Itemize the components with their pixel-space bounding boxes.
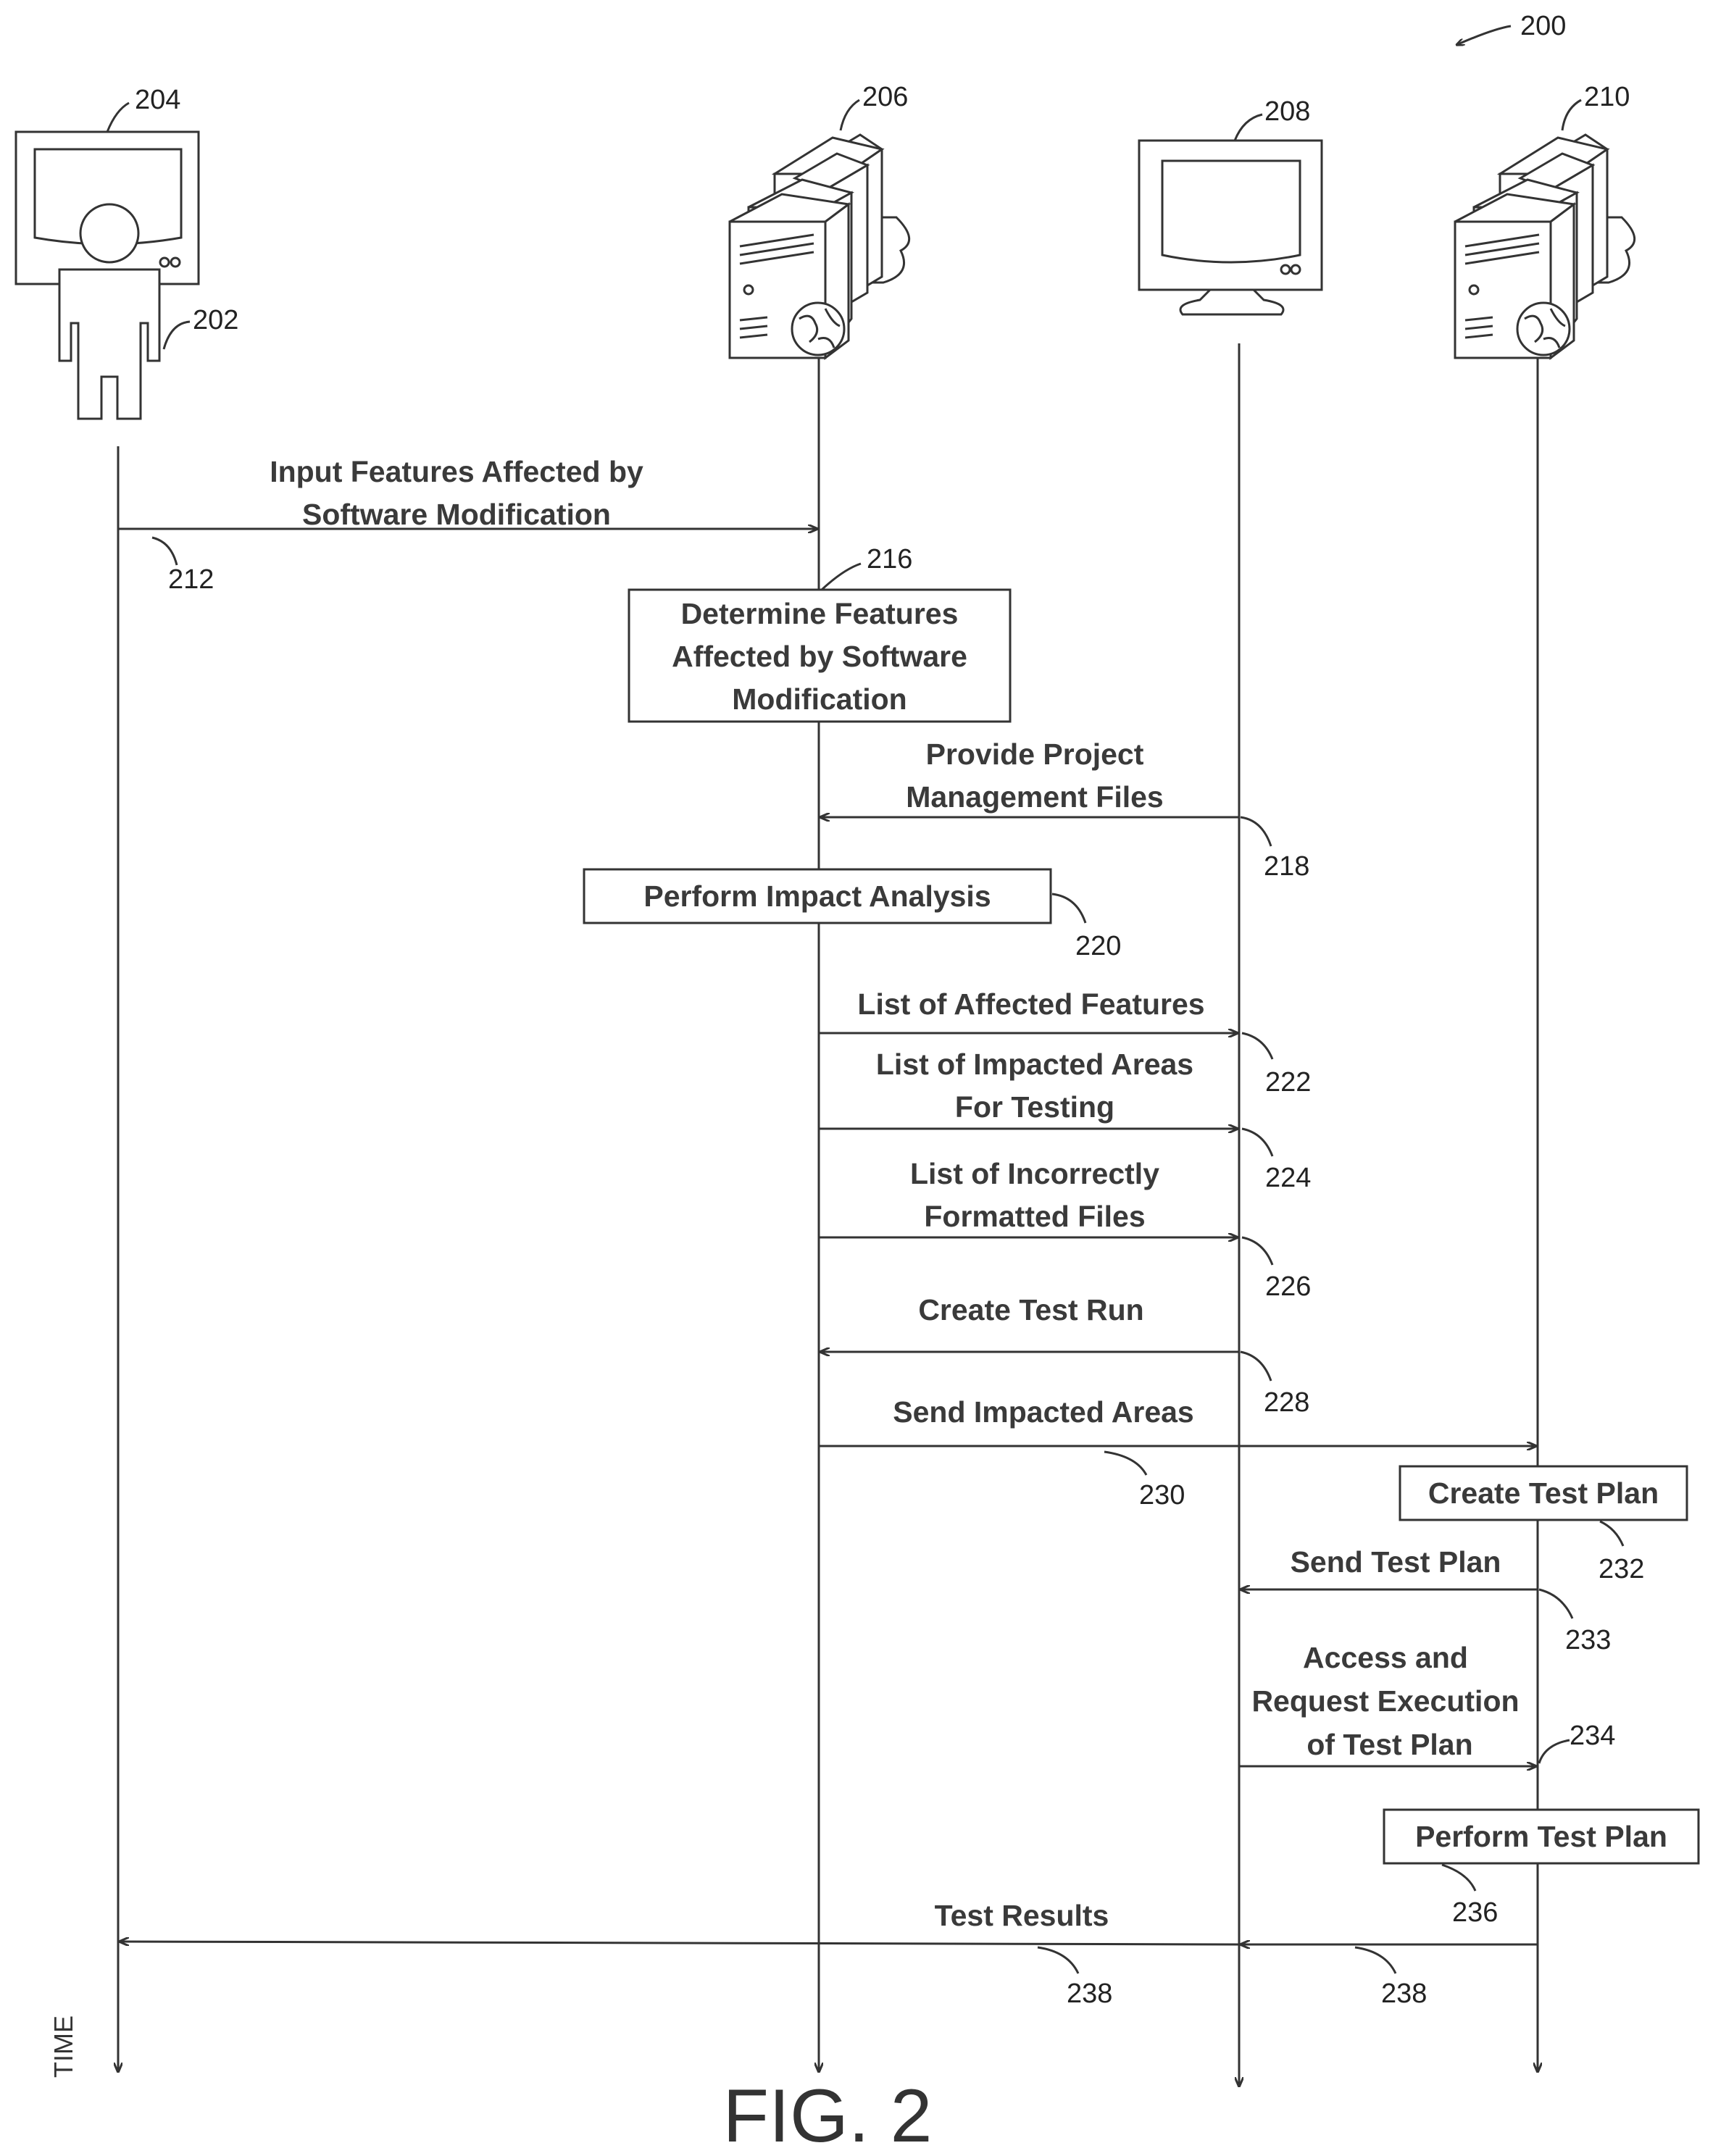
svg-text:200: 200 [1520, 11, 1566, 41]
svg-text:Send Impacted Areas: Send Impacted Areas [893, 1395, 1193, 1429]
ref-224: 224 [1265, 1163, 1311, 1193]
svg-text:Send Test Plan: Send Test Plan [1291, 1545, 1501, 1579]
message-238: Test Results 238 238 [120, 1899, 1538, 2009]
ref-238-a: 238 [1067, 1979, 1112, 2009]
message-212: Input Features Affected by Software Modi… [118, 455, 817, 595]
svg-text:of Test Plan: of Test Plan [1306, 1728, 1472, 1761]
ref-212: 212 [168, 564, 214, 595]
svg-text:List of Incorrectly: List of Incorrectly [910, 1157, 1159, 1190]
message-233: Send Test Plan 233 [1241, 1545, 1611, 1655]
ref-226: 226 [1265, 1271, 1311, 1302]
svg-text:Determine Features: Determine Features [681, 597, 959, 630]
ref-216: 216 [867, 544, 912, 574]
svg-text:Provide Project: Provide Project [926, 738, 1144, 771]
ref-204: 204 [135, 85, 180, 115]
ref-234: 234 [1570, 1721, 1615, 1751]
ref-206: 206 [862, 82, 908, 112]
ref-218: 218 [1264, 851, 1309, 882]
svg-text:Formatted Files: Formatted Files [924, 1200, 1145, 1233]
svg-text:Input Features Affected by: Input Features Affected by [270, 455, 643, 488]
ref-220: 220 [1075, 931, 1121, 961]
ref-202: 202 [193, 305, 238, 335]
svg-text:For Testing: For Testing [955, 1090, 1114, 1124]
message-226: List of Incorrectly Formatted Files 226 [819, 1157, 1311, 1302]
figure-ref-200: 200 [1456, 11, 1566, 45]
svg-text:Management Files: Management Files [906, 780, 1163, 814]
svg-text:Access and: Access and [1303, 1641, 1468, 1674]
ref-222: 222 [1265, 1067, 1311, 1098]
ref-236: 236 [1452, 1897, 1498, 1928]
svg-text:Software Modification: Software Modification [302, 498, 611, 531]
ref-208: 208 [1264, 96, 1310, 127]
message-218: Provide Project Management Files 218 [820, 738, 1309, 882]
ref-228: 228 [1264, 1387, 1309, 1418]
svg-text:Create Test Run: Create Test Run [918, 1293, 1143, 1326]
message-222: List of Affected Features 222 [819, 987, 1311, 1098]
ref-233: 233 [1565, 1625, 1611, 1655]
svg-text:Affected by Software: Affected by Software [672, 640, 967, 673]
ref-210: 210 [1584, 82, 1630, 112]
monitor-icon [1139, 141, 1322, 314]
server-cluster-icon-2 [1455, 135, 1635, 358]
time-axis-label: TIME [49, 2015, 78, 2078]
svg-text:Perform Test Plan: Perform Test Plan [1415, 1820, 1667, 1853]
svg-text:Request Execution: Request Execution [1251, 1684, 1519, 1718]
svg-text:Perform Impact Analysis: Perform Impact Analysis [643, 879, 991, 913]
svg-text:Create Test Plan: Create Test Plan [1428, 1476, 1659, 1510]
svg-text:List of Impacted Areas: List of Impacted Areas [876, 1048, 1193, 1081]
ref-238-b: 238 [1381, 1979, 1427, 2009]
ref-230: 230 [1139, 1480, 1185, 1511]
message-234: Access and Request Execution of Test Pla… [1239, 1641, 1615, 1766]
svg-text:Test Results: Test Results [935, 1899, 1109, 1932]
server-cluster-icon [730, 135, 909, 358]
ref-232: 232 [1599, 1554, 1644, 1584]
svg-text:List of Affected Features: List of Affected Features [857, 987, 1204, 1021]
figure-caption: FIG. 2 [723, 2074, 933, 2156]
process-box-220: Perform Impact Analysis 220 [584, 869, 1121, 961]
svg-text:Modification: Modification [732, 682, 906, 716]
process-box-236: Perform Test Plan 236 [1384, 1810, 1699, 1928]
